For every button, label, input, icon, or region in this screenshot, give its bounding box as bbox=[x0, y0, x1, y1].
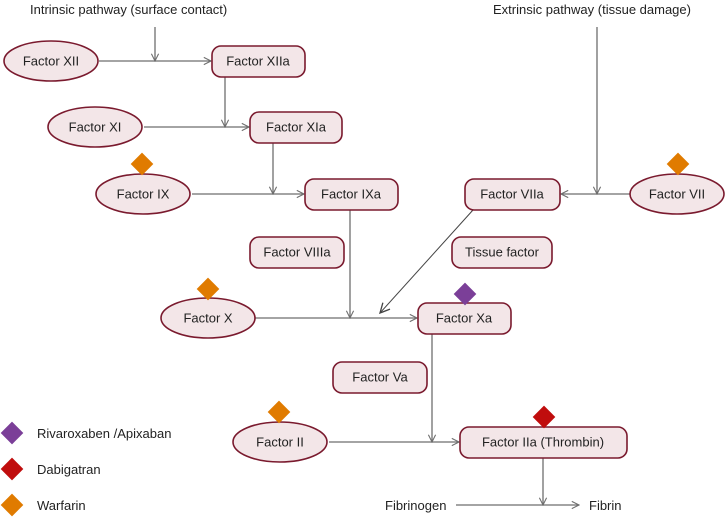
legend-label: Warfarin bbox=[37, 498, 86, 513]
legend-label: Dabigatran bbox=[37, 462, 101, 477]
node-label: Factor IXa bbox=[321, 187, 382, 202]
node-factor-viia: Factor VIIa bbox=[464, 178, 561, 211]
node-factor-ix: Factor IX bbox=[95, 173, 191, 215]
warfarin-marker-factor-x bbox=[196, 277, 220, 301]
node-label: Factor XII bbox=[23, 54, 79, 69]
node-factor-va: Factor Va bbox=[332, 361, 428, 394]
node-factor-xiia: Factor XIIa bbox=[211, 45, 306, 78]
node-factor-xii: Factor XII bbox=[3, 40, 99, 82]
node-label: Factor IX bbox=[117, 187, 170, 202]
node-label: Factor XIIa bbox=[226, 54, 290, 69]
node-label: Factor XI bbox=[69, 120, 122, 135]
intrinsic-pathway-label: Intrinsic pathway (surface contact) bbox=[30, 2, 227, 17]
node-factor-viiia: Factor VIIIa bbox=[249, 236, 345, 269]
node-factor-ixa: Factor IXa bbox=[304, 178, 399, 211]
node-factor-iia: Factor IIa (Thrombin) bbox=[459, 426, 628, 459]
node-label: Factor VIIIa bbox=[263, 245, 331, 260]
dabigatran-diamond-icon bbox=[0, 457, 24, 481]
node-label: Factor XIa bbox=[266, 120, 327, 135]
node-factor-xi: Factor XI bbox=[47, 106, 143, 148]
dabigatran-marker-factor-iia bbox=[532, 405, 556, 429]
legend-item-dabigatran: Dabigatran bbox=[0, 457, 101, 481]
node-label: Factor X bbox=[183, 311, 232, 326]
extrinsic-pathway-label: Extrinsic pathway (tissue damage) bbox=[493, 2, 691, 17]
legend: Rivaroxaben /Apixaban Dabigatran Warfari… bbox=[0, 421, 171, 517]
warfarin-marker-factor-ii bbox=[267, 400, 291, 424]
node-factor-vii: Factor VII bbox=[629, 173, 725, 215]
warfarin-marker-factor-vii bbox=[666, 152, 690, 176]
node-label: Tissue factor bbox=[465, 245, 540, 260]
node-factor-ii: Factor II bbox=[232, 421, 328, 463]
node-factor-xia: Factor XIa bbox=[249, 111, 343, 144]
legend-item-rivaroxaban: Rivaroxaben /Apixaban bbox=[0, 421, 171, 445]
node-tissue-factor: Tissue factor bbox=[451, 236, 553, 269]
node-label: Factor IIa (Thrombin) bbox=[482, 435, 604, 450]
node-label: Factor Va bbox=[352, 370, 408, 385]
rivaroxaban-diamond-icon bbox=[0, 421, 24, 445]
node-label: Factor Xa bbox=[436, 311, 493, 326]
node-factor-x: Factor X bbox=[160, 297, 256, 339]
fibrinogen-label: Fibrinogen bbox=[385, 498, 446, 513]
node-label: Factor VII bbox=[649, 187, 705, 202]
warfarin-diamond-icon bbox=[0, 493, 24, 517]
rivaroxaban-marker-factor-xa bbox=[453, 282, 477, 306]
fibrin-label: Fibrin bbox=[589, 498, 622, 513]
node-label: Factor VIIa bbox=[480, 187, 544, 202]
node-factor-xa: Factor Xa bbox=[417, 302, 512, 335]
legend-item-warfarin: Warfarin bbox=[0, 493, 86, 517]
node-label: Factor II bbox=[256, 435, 304, 450]
warfarin-marker-factor-ix bbox=[130, 152, 154, 176]
legend-label: Rivaroxaben /Apixaban bbox=[37, 426, 171, 441]
viia-to-xa-arrow bbox=[380, 209, 474, 313]
